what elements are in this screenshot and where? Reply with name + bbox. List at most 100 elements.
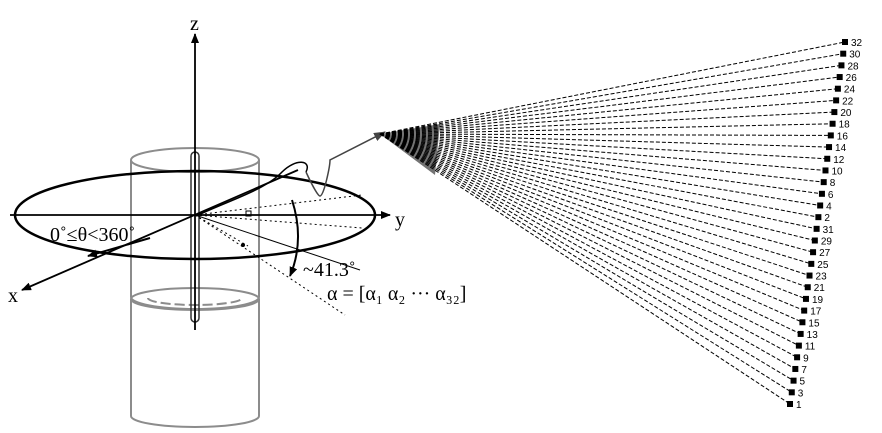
- laser-marker-18: [829, 120, 836, 127]
- laser-id-label: 17: [810, 307, 822, 318]
- laser-id-label: 21: [814, 283, 826, 294]
- laser-id-label: 28: [847, 61, 859, 72]
- beam-marker: [241, 243, 245, 247]
- beam-lines: [194, 194, 363, 316]
- laser-beam-16: [379, 133, 831, 136]
- laser-marker-5: [790, 377, 797, 384]
- laser-beam-1: [379, 133, 791, 405]
- zoom-arrow: [305, 131, 386, 197]
- laser-beam-24: [379, 88, 838, 135]
- laser-id-label: 11: [805, 342, 816, 353]
- theta-label: 0˚≤θ<360˚: [50, 224, 135, 246]
- laser-beam-15: [379, 133, 803, 323]
- laser-id-label: 6: [828, 190, 834, 201]
- laser-id-label: 14: [835, 143, 847, 154]
- laser-beam-27: [379, 133, 814, 253]
- laser-marker-13: [797, 330, 804, 337]
- laser-beam-26: [379, 76, 840, 135]
- theta-arrow: [87, 237, 151, 258]
- laser-marker-6: [818, 190, 825, 197]
- laser-beam-5: [379, 133, 794, 382]
- laser-marker-9: [794, 354, 801, 361]
- laser-fan-apex: [380, 124, 440, 175]
- laser-beam-32: [379, 41, 846, 135]
- laser-marker-19: [802, 295, 809, 302]
- laser-id-label: 15: [808, 318, 820, 329]
- laser-marker-12: [824, 155, 831, 162]
- laser-marker-8: [820, 179, 827, 186]
- laser-beam-23: [379, 133, 810, 277]
- laser-id-label: 16: [837, 131, 849, 142]
- laser-beam-20: [379, 111, 835, 135]
- laser-beam-28: [379, 64, 842, 135]
- laser-id-label: 9: [803, 353, 809, 364]
- laser-marker-24: [834, 85, 841, 92]
- axes: [10, 33, 391, 330]
- laser-id-label: 22: [842, 96, 854, 107]
- laser-beam-29: [379, 133, 815, 242]
- laser-marker-28: [838, 62, 845, 69]
- laser-id-label: 5: [800, 377, 806, 388]
- laser-marker-1: [787, 401, 793, 407]
- laser-beam-18: [379, 123, 833, 135]
- laser-id-label: 20: [840, 108, 852, 119]
- laser-id-label: 32: [851, 38, 863, 49]
- laser-id-label: 26: [846, 73, 858, 84]
- x-axis-label: x: [8, 285, 18, 307]
- laser-marker-26: [836, 74, 843, 81]
- laser-beam-14: [379, 133, 830, 148]
- laser-beam-8: [379, 133, 824, 183]
- laser-marker-27: [810, 249, 817, 256]
- laser-beam-4: [379, 133, 821, 206]
- laser-marker-29: [811, 237, 818, 244]
- laser-marker-20: [831, 109, 838, 116]
- x-axis: [21, 169, 299, 291]
- laser-id-label: 1: [796, 400, 802, 411]
- laser-id-label: 24: [844, 85, 856, 96]
- laser-marker-4: [817, 202, 824, 209]
- angle-label: ~41.3˚: [303, 259, 355, 281]
- vertical-fov-arc: [289, 199, 300, 277]
- laser-marker-21: [804, 284, 811, 291]
- laser-id-label: 18: [839, 120, 851, 131]
- laser-beam-22: [379, 99, 837, 135]
- laser-id-label: 30: [849, 50, 861, 61]
- laser-marker-15: [799, 319, 806, 326]
- laser-marker-32: [842, 39, 848, 45]
- laser-beam-6: [379, 133, 823, 195]
- laser-id-label: 23: [816, 272, 828, 283]
- laser-beam-30: [379, 53, 844, 135]
- laser-beam-25: [379, 133, 812, 265]
- laser-marker-7: [792, 365, 799, 372]
- laser-marker-3: [788, 389, 795, 396]
- laser-marker-31: [813, 225, 820, 232]
- laser-beam-9: [379, 133, 798, 358]
- laser-id-label: 31: [823, 225, 835, 236]
- y-axis-label: y: [395, 209, 405, 231]
- laser-beam-31: [379, 133, 817, 230]
- beam-marker: [245, 210, 252, 217]
- laser-id-label: 7: [801, 365, 807, 376]
- laser-beam-12: [379, 133, 828, 160]
- laser-marker-10: [822, 167, 829, 174]
- laser-marker-11: [795, 342, 802, 349]
- laser-beam-17: [379, 133, 805, 312]
- laser-beam-3: [379, 133, 793, 393]
- laser-marker-23: [806, 272, 813, 279]
- laser-beam-21: [379, 133, 808, 288]
- laser-beam-11: [379, 133, 800, 347]
- laser-id-label: 8: [830, 178, 836, 189]
- laser-beam-2: [379, 133, 819, 218]
- z-axis-label: z: [190, 13, 199, 35]
- laser-id-label: 12: [833, 155, 845, 166]
- laser-marker-22: [833, 97, 840, 104]
- laser-beam-19: [379, 133, 807, 300]
- laser-id-label: 4: [826, 201, 832, 212]
- laser-id-label: 10: [831, 166, 843, 177]
- laser-id-label: 13: [807, 330, 819, 341]
- laser-marker-30: [840, 50, 847, 57]
- laser-id-label: 27: [819, 248, 831, 259]
- laser-beam-7: [379, 133, 796, 370]
- laser-id-label: 3: [798, 388, 804, 399]
